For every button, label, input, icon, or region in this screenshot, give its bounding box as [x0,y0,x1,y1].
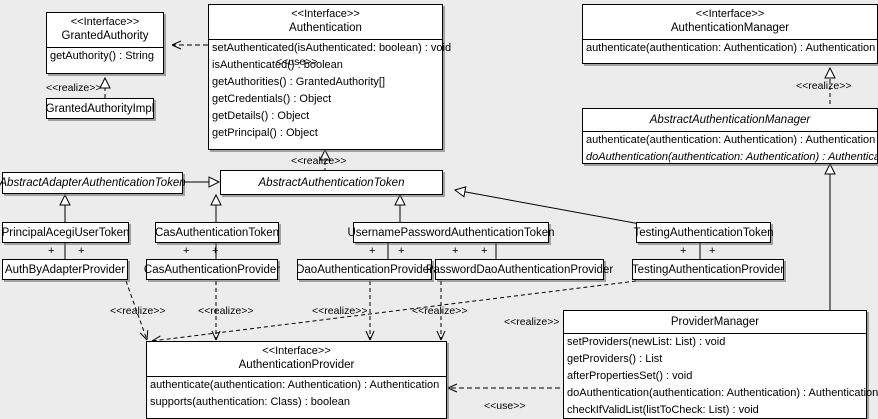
class-name: CasAuthenticationToken [154,226,280,239]
class-header: ProviderManager [564,311,866,333]
method-row: setProviders(newList: List) : void [567,336,726,348]
methods-compartment: getAuthority() : String [47,47,163,65]
method-row: getAuthority() : String [50,50,154,62]
assoc-marker: + [680,245,687,257]
assoc-marker: + [212,245,219,257]
assoc-marker: + [369,245,376,257]
edge-label-realize-abstractmanager: <<realize>> [796,80,852,92]
class-testing-authentication-provider[interactable]: TestingAuthenticationProvider [632,259,784,280]
edge-label-realize-authbyadapter: <<realize>> [110,305,166,317]
class-name: CasAuthenticationProvider [143,263,281,276]
method-row: setAuthenticated(isAuthenticated: boolea… [212,42,452,54]
method-row: getCredentials() : Object [212,93,332,105]
class-name: TestingAuthenticationToken [633,226,774,239]
method-row: checkIfValidList(listToCheck: List) : vo… [567,404,759,416]
method-row: authenticate(authentication: Authenticat… [586,42,876,54]
class-cas-authentication-token[interactable]: CasAuthenticationToken [155,222,279,243]
class-dao-authentication-provider[interactable]: DaoAuthenticationProvider [296,259,433,280]
class-header: <<Interface>> AuthenticationProvider [147,342,446,376]
class-principal-acegi-user-token[interactable]: PrincipalAcegiUserToken [2,222,129,243]
edge-label-realize-grantedauthorityimpl: <<realize>> [46,82,102,94]
method-row: authenticate(authentication: Authenticat… [150,379,440,391]
assoc-marker: + [48,245,55,257]
method-row: doAuthentication(authentication: Authent… [567,387,878,399]
edge-label-realize-passworddao: <<realize>> [412,305,468,317]
class-cas-authentication-provider[interactable]: CasAuthenticationProvider [143,259,281,280]
class-name: AuthenticationManager [670,22,790,34]
class-authentication-provider[interactable]: <<Interface>> AuthenticationProvider aut… [146,341,447,419]
class-name: UsernamePasswordAuthenticationToken [347,226,555,239]
class-name: PrincipalAcegiUserToken [1,226,130,239]
class-granted-authority[interactable]: <<Interface>> GrantedAuthority getAuthor… [46,12,164,74]
assoc-marker: + [709,245,716,257]
class-abstract-adapter-authentication-token[interactable]: AbstractAdapterAuthenticationToken [0,172,186,194]
class-abstract-authentication-manager[interactable]: AbstractAuthenticationManager authentica… [582,108,878,164]
class-authentication-manager[interactable]: <<Interface>> AuthenticationManager auth… [582,4,878,64]
method-row: doAuthentication(authentication: Authent… [586,151,878,163]
class-name: Authentication [289,22,362,34]
edge-label-use-providermanager: <<use>> [484,400,526,412]
class-password-dao-authentication-provider[interactable]: PasswordDaoAuthenticationProvider [425,259,614,280]
class-name: AbstractAdapterAuthenticationToken [0,177,186,189]
method-row: getPrincipal() : Object [212,127,318,139]
class-name: TestingAuthenticationProvider [631,263,785,276]
method-row: authenticate(authentication: Authenticat… [586,134,876,146]
class-header: <<Interface>> GrantedAuthority [47,13,163,47]
class-auth-by-adapter-provider[interactable]: AuthByAdapterProvider [2,259,128,280]
class-name: AuthByAdapterProvider [4,263,126,276]
method-row: getProviders() : List [567,353,663,365]
methods-compartment: authenticate(authentication: Authenticat… [147,376,446,411]
class-header: <<Interface>> Authentication [209,5,442,39]
class-username-password-authentication-token[interactable]: UsernamePasswordAuthenticationToken [347,222,555,243]
class-name: AbstractAuthenticationToken [258,176,405,189]
class-name: PasswordDaoAuthenticationProvider [425,263,614,276]
edge-label-realize-dao: <<realize>> [312,305,368,317]
class-name: GrantedAuthority [61,30,149,42]
assoc-marker: + [452,245,459,257]
assoc-marker: + [183,245,190,257]
class-name: GrantedAuthorityImpl [45,102,155,115]
stereotype-label: <<Interface>> [695,8,765,20]
methods-compartment: authenticate(authentication: Authenticat… [583,131,878,166]
class-granted-authority-impl[interactable]: GrantedAuthorityImpl [46,98,154,119]
stereotype-label: <<Interface>> [70,16,140,28]
method-row: getAuthorities() : GrantedAuthority[] [212,76,386,88]
edge-label-realize-testing: <<realize>> [504,316,560,328]
method-row: afterPropertiesSet() : void [567,370,693,382]
method-row: getDetails() : Object [212,110,310,122]
stereotype-label: <<Interface>> [262,345,331,357]
edge-label-realize-cas: <<realize>> [198,305,254,317]
methods-compartment: authenticate(authentication: Authenticat… [583,39,877,57]
assoc-marker: + [78,245,85,257]
class-header: AbstractAuthenticationManager [583,109,877,131]
generalize-testingauthenticationtoken [455,190,641,225]
assoc-marker: + [398,245,405,257]
method-row: supports(authentication: Class) : boolea… [150,396,350,408]
class-name: AbstractAuthenticationManager [649,114,811,126]
class-abstract-authentication-token[interactable]: AbstractAuthenticationToken [220,170,443,195]
class-header: <<Interface>> AuthenticationManager [583,5,877,39]
edge-label-realize-abstracttoken: <<realize>> [291,155,347,167]
class-testing-authentication-token[interactable]: TestingAuthenticationToken [633,222,774,243]
class-name: DaoAuthenticationProvider [296,263,433,276]
assoc-marker: + [481,245,488,257]
class-authentication[interactable]: <<Interface>> Authentication setAuthenti… [208,4,452,150]
edge-label-use-authentication-grantedauthority: <<use>> [276,56,318,68]
class-provider-manager[interactable]: ProviderManager setProviders(newList: Li… [563,310,878,419]
stereotype-label: <<Interface>> [291,8,360,20]
method-row: isAuthenticated() : boolean [212,59,343,71]
class-name: AuthenticationProvider [238,359,355,371]
methods-compartment: setProviders(newList: List) : void getPr… [564,333,878,419]
class-name: ProviderManager [670,316,760,328]
methods-compartment: setAuthenticated(isAuthenticated: boolea… [209,39,452,142]
